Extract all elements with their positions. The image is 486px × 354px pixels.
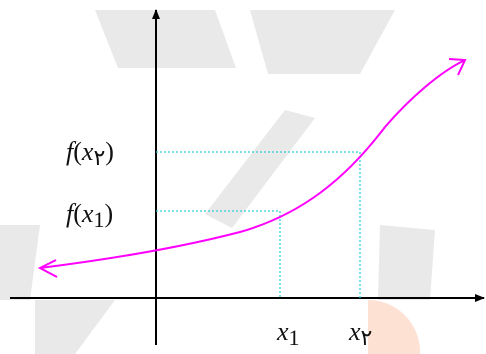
x-tick-label-1: x1 [276,317,300,350]
x-tick-label-2: x۲ [348,317,372,350]
watermark-shape [205,110,315,228]
point-labels: x1 f(x1) x۲ f(x۲) [66,137,372,350]
function-curve [37,58,467,278]
curve-left-arrowhead [37,259,58,278]
curve-right-arrowhead [448,58,467,76]
y-tick-label-1: f(x1) [66,199,113,232]
guide-lines [156,151,361,298]
watermark-shape [95,10,236,68]
curve-line [39,59,466,269]
watermark-shape [35,300,115,354]
watermark-shape [0,225,40,300]
y-tick-label-2: f(x۲) [66,137,114,170]
watermark-shape [250,10,395,74]
watermark-shape [378,225,435,300]
watermark-shape [368,299,421,354]
watermark-logo [0,10,435,354]
